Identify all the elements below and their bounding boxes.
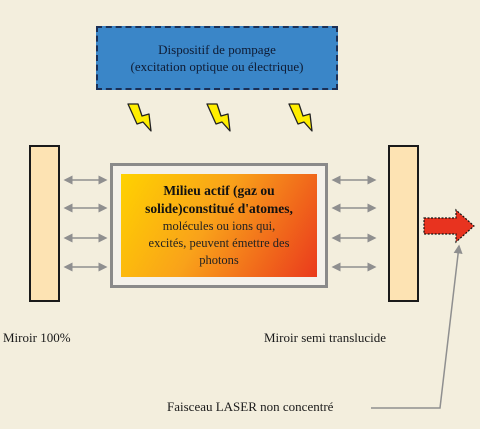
pumping-device-box: Dispositif de pompage (excitation optiqu…: [96, 26, 338, 90]
lightning-icon: [206, 103, 231, 132]
photon-arrows-right: [331, 175, 377, 272]
pumping-device-subtitle: (excitation optique ou électrique): [130, 59, 304, 74]
lightning-icon: [127, 103, 152, 132]
mirror-left: [29, 145, 60, 302]
active-medium-line-3: molécules ou ions qui,: [162, 219, 276, 233]
mirror-right-label: Miroir semi translucide: [264, 330, 387, 345]
beam-connector-line: [371, 244, 463, 409]
active-medium-box: Milieu actif (gaz ou solide)constitué d'…: [110, 163, 328, 288]
pumping-device-title: Dispositif de pompage: [158, 42, 276, 57]
active-medium-gradient: Milieu actif (gaz ou solide)constitué d'…: [121, 174, 317, 277]
mirror-right: [388, 145, 419, 302]
active-medium-line-2: solide)constitué d'atomes,: [145, 201, 293, 216]
lightning-icon: [288, 103, 313, 132]
active-medium-line-1: Milieu actif (gaz ou: [163, 183, 275, 198]
photon-arrows-left: [63, 175, 108, 272]
beam-label: Faisceau LASER non concentré: [167, 399, 334, 414]
active-medium-line-5: photons: [199, 253, 239, 267]
active-medium-line-4: excités, peuvent émettre des: [148, 236, 290, 250]
laser-output-arrow-icon: [423, 208, 475, 244]
mirror-left-label: Miroir 100%: [3, 330, 71, 345]
